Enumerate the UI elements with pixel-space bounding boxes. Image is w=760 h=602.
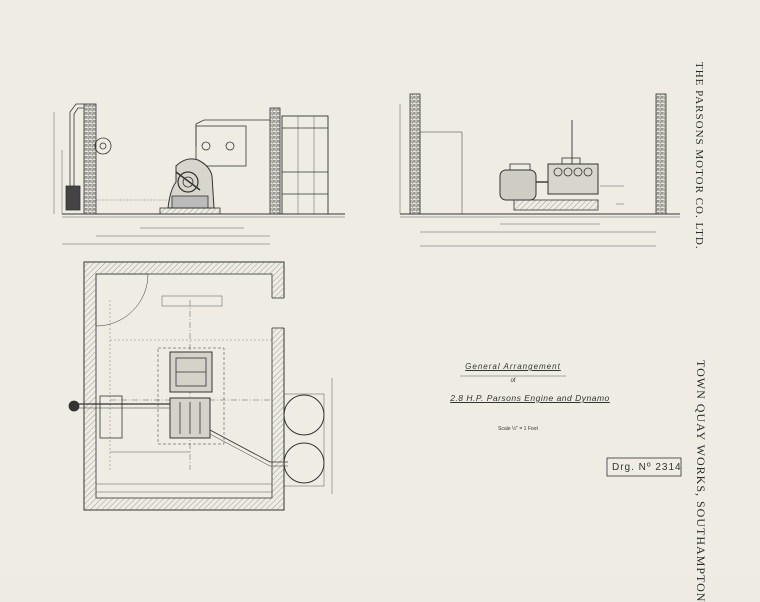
title-scale: Scale ½" = 1 Foot — [498, 426, 538, 432]
title-subject: 2.8 H.P. Parsons Engine and Dynamo — [450, 393, 610, 403]
left-wall — [83, 103, 97, 215]
company-name: THE PARSONS MOTOR CO. LTD. — [693, 62, 705, 250]
title-heading: General Arrangement — [465, 362, 561, 371]
title-of: of — [510, 378, 516, 384]
drawing-sheet: THE PARSONS MOTOR CO. LTD. TOWN QUAY WOR… — [53, 62, 708, 602]
drawing-number: Drg. Nº 2314 — [612, 462, 682, 473]
left-wall-side — [409, 93, 421, 215]
front-elevation — [53, 103, 345, 245]
side-elevation — [399, 93, 680, 247]
works-address: TOWN QUAY WORKS, SOUTHAMPTON — [694, 360, 708, 602]
technical-drawing — [53, 93, 682, 511]
drawing-number-box — [606, 457, 682, 477]
right-wall-side — [655, 93, 667, 215]
water-tank — [281, 115, 329, 215]
plan-view — [68, 261, 333, 511]
right-wall — [269, 107, 281, 215]
